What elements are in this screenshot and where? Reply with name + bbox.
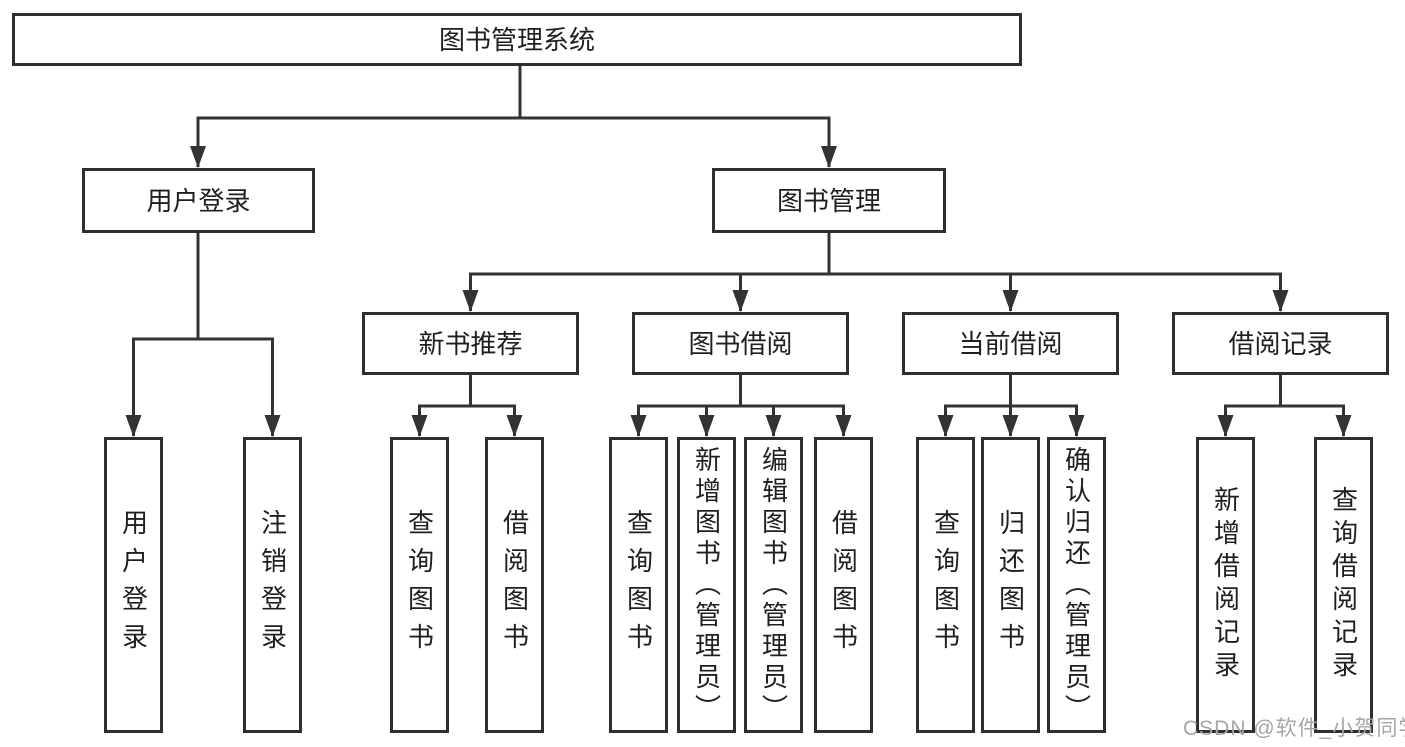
- leaf-add-borrow-record-label: 新增借阅记录: [1210, 486, 1241, 684]
- leaf-newbook-borrow-book-label: 借阅图书: [499, 509, 530, 661]
- leaf-edit-book-admin: 编辑图书（管理员）: [744, 437, 803, 733]
- leaf-add-book-admin-label: 新增图书（管理员）: [691, 445, 722, 725]
- node-book-borrow: 图书借阅: [632, 312, 849, 375]
- leaf-newbook-query-book: 查询图书: [390, 437, 449, 733]
- leaf-borrow-borrow-book: 借阅图书: [814, 437, 873, 733]
- leaf-logout: 注销登录: [243, 437, 302, 733]
- node-user-login-label: 用户登录: [146, 185, 251, 216]
- node-book-borrow-label: 图书借阅: [688, 328, 793, 359]
- leaf-return-book-label: 归还图书: [995, 509, 1026, 661]
- leaf-add-borrow-record: 新增借阅记录: [1196, 437, 1255, 733]
- node-user-login: 用户登录: [82, 168, 315, 233]
- leaf-current-query-book-label: 查询图书: [930, 509, 961, 661]
- leaf-user-login: 用户登录: [104, 437, 163, 733]
- leaf-logout-label: 注销登录: [257, 509, 288, 661]
- node-new-book-recommend: 新书推荐: [362, 312, 579, 375]
- leaf-borrow-borrow-book-label: 借阅图书: [828, 509, 859, 661]
- node-book-management-label: 图书管理: [776, 185, 881, 216]
- csdn-watermark: CSDN @软件_小贺同学: [1183, 717, 1405, 740]
- node-book-management: 图书管理: [712, 168, 946, 233]
- node-borrow-records: 借阅记录: [1172, 312, 1389, 375]
- node-root-label: 图书管理系统: [438, 24, 595, 55]
- node-current-borrow-label: 当前借阅: [958, 328, 1063, 359]
- leaf-confirm-return-admin-label: 确认归还（管理员）: [1061, 445, 1092, 725]
- leaf-newbook-borrow-book: 借阅图书: [485, 437, 544, 733]
- connector-segments: [132, 66, 1345, 408]
- node-root: 图书管理系统: [12, 13, 1022, 66]
- node-current-borrow: 当前借阅: [902, 312, 1119, 375]
- leaf-query-borrow-record: 查询借阅记录: [1314, 437, 1373, 733]
- connector-arrows: [125, 118, 1352, 437]
- leaf-current-query-book: 查询图书: [916, 437, 975, 733]
- leaf-user-login-label: 用户登录: [118, 509, 149, 661]
- node-borrow-records-label: 借阅记录: [1228, 328, 1333, 359]
- leaf-confirm-return-admin: 确认归还（管理员）: [1047, 437, 1106, 733]
- node-new-book-recommend-label: 新书推荐: [418, 328, 523, 359]
- leaf-query-borrow-record-label: 查询借阅记录: [1328, 486, 1359, 684]
- leaf-newbook-query-book-label: 查询图书: [404, 509, 435, 661]
- leaf-borrow-query-book-label: 查询图书: [623, 509, 654, 661]
- leaf-add-book-admin: 新增图书（管理员）: [677, 437, 736, 733]
- leaf-borrow-query-book: 查询图书: [609, 437, 668, 733]
- leaf-return-book: 归还图书: [981, 437, 1040, 733]
- leaf-edit-book-admin-label: 编辑图书（管理员）: [758, 445, 789, 725]
